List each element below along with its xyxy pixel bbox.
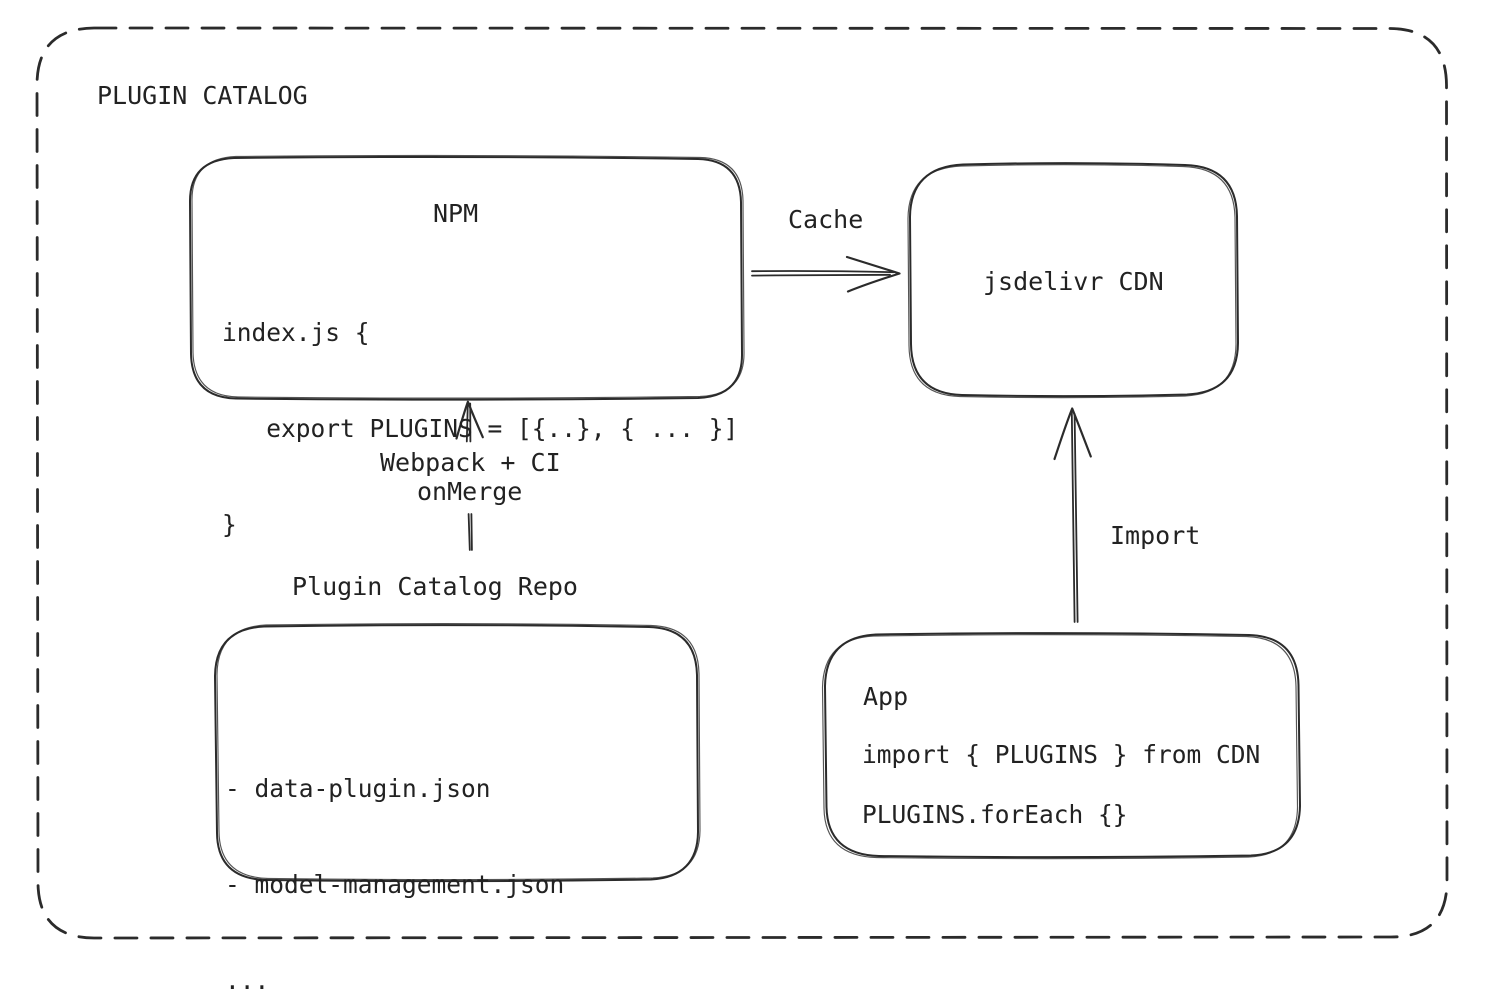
npm-code-line: index.js { [222, 318, 370, 347]
cache-arrow [751, 255, 901, 293]
repo-box-shape-echo [216, 623, 701, 881]
import-arrow-shaft-2 [1073, 413, 1079, 623]
repo-file-item: ... [225, 966, 270, 995]
catalog-boundary-outline [35, 26, 1449, 940]
import-arrow-shaft [1070, 411, 1076, 623]
cache-arrow-label: Cache [788, 205, 864, 234]
app-box-shape-echo [821, 634, 1299, 860]
repo-file-list: - data-plugin.json - model-management.js… [225, 709, 564, 1002]
cache-arrow-shaft-2 [751, 273, 891, 277]
cdn-box-title: jsdelivr CDN [983, 267, 1164, 296]
npm-box-shape-echo [191, 154, 745, 399]
cache-arrowhead [845, 255, 901, 293]
catalog-title: PLUGIN CATALOG [97, 81, 308, 110]
npm-code-block: index.js { export PLUGINS = [{..}, { ...… [222, 253, 738, 605]
app-code-line: PLUGINS.forEach {} [862, 800, 1128, 829]
cdn-box-shape [909, 162, 1239, 398]
npm-code-line: export PLUGINS = [{..}, { ... }] [222, 414, 739, 443]
npm-box-shape [188, 155, 744, 401]
cdn-box-shape-echo [907, 164, 1237, 399]
npm-code-line: } [222, 510, 237, 539]
build-arrow-label-line2: onMerge [417, 477, 523, 506]
import-arrow-label: Import [1110, 521, 1201, 550]
build-arrow [455, 400, 484, 551]
repo-box-title: Plugin Catalog Repo [292, 572, 578, 601]
import-arrowhead [1053, 407, 1092, 461]
app-box-shape [824, 632, 1301, 859]
build-arrow-shaft-lower-2 [470, 513, 473, 551]
app-code-line: import { PLUGINS } from CDN [862, 740, 1261, 769]
build-arrow-shaft-upper [465, 402, 469, 443]
app-box-title: App [863, 682, 909, 711]
npm-box-title: NPM [433, 199, 479, 228]
build-arrow-label-line1: Webpack + CI [380, 448, 561, 477]
import-arrow [1053, 407, 1092, 623]
repo-file-item: - data-plugin.json [225, 774, 491, 803]
build-arrowhead [455, 400, 484, 440]
repo-file-item: - model-management.json [225, 870, 565, 899]
repo-box-shape [214, 624, 699, 883]
build-arrow-shaft-lower [467, 513, 471, 551]
cache-arrow-shaft [751, 270, 895, 274]
